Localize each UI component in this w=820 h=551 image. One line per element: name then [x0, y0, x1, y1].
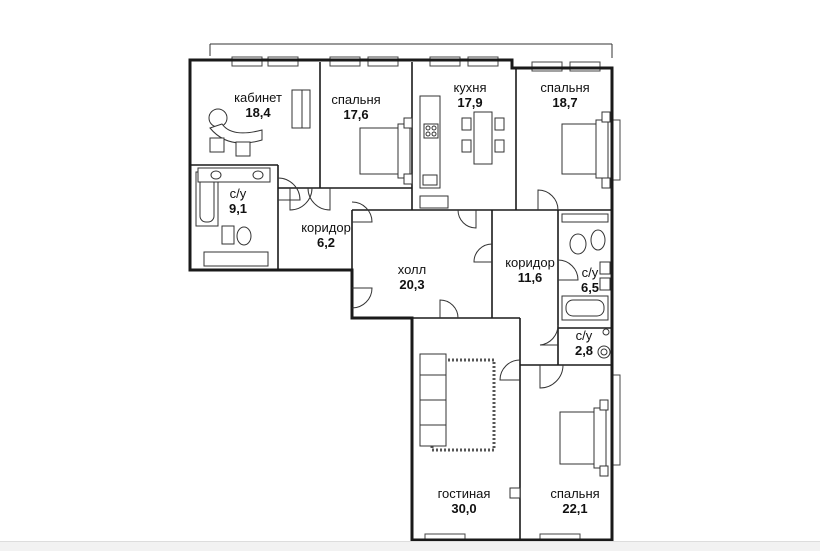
bedroom-2-furniture — [561, 111, 611, 189]
room-name: кабинет — [234, 90, 282, 105]
bedroom-1-furniture — [359, 117, 413, 185]
room-name: спальня — [540, 80, 590, 95]
room-name: гостиная — [437, 486, 491, 501]
room-name: с/у — [581, 265, 599, 280]
room-label-living-room: гостиная 30,0 — [438, 486, 491, 516]
room-label-bedroom-1: спальня 17,6 — [331, 92, 380, 122]
room-area: 20,3 — [399, 277, 425, 292]
room-area: 30,0 — [451, 501, 477, 516]
room-area: 11,6 — [517, 270, 543, 285]
room-name: коридор — [505, 255, 555, 270]
living-room-furniture — [419, 353, 521, 499]
room-label-bathroom-1: с/у 9,1 — [229, 186, 247, 216]
room-name: кухня — [453, 80, 487, 95]
kitchen-furniture — [419, 95, 505, 209]
balcony-strip — [209, 43, 613, 58]
room-name: с/у — [575, 328, 593, 343]
room-area: 6,2 — [316, 235, 336, 250]
room-label-bedroom-2: спальня 18,7 — [540, 80, 589, 110]
office-furniture — [208, 89, 311, 157]
bathroom-1-fixtures — [195, 167, 271, 267]
room-label-kitchen: кухня 17,9 — [453, 80, 486, 110]
room-label-bedroom-3: спальня 22,1 — [550, 486, 599, 516]
room-area: 18,7 — [552, 95, 578, 110]
room-area: 17,6 — [343, 107, 369, 122]
doors — [277, 177, 579, 389]
room-label-bathroom-3: с/у 2,8 — [575, 328, 593, 358]
room-area: 9,1 — [228, 201, 248, 216]
room-label-bathroom-2: с/у 6,5 — [581, 265, 599, 295]
bedroom-3-furniture — [559, 399, 609, 477]
room-name: спальня — [550, 486, 600, 501]
outer-walls — [188, 58, 614, 542]
room-label-corridor-2: коридор 11,6 — [505, 255, 555, 285]
room-area: 6,5 — [580, 280, 600, 295]
room-name: с/у — [229, 186, 247, 201]
interior-walls — [190, 62, 612, 540]
room-label-corridor-1: коридор 6,2 — [301, 220, 351, 250]
room-name: коридор — [301, 220, 351, 235]
bathroom-3-fixtures — [597, 328, 611, 359]
bathroom-2-fixtures — [561, 213, 611, 321]
room-name: холл — [397, 262, 427, 277]
room-label-hall: холл 20,3 — [398, 262, 426, 292]
room-area: 2,8 — [574, 343, 594, 358]
room-name: спальня — [331, 92, 381, 107]
bottom-strip — [0, 541, 820, 551]
room-area: 17,9 — [457, 95, 483, 110]
room-area: 22,1 — [562, 501, 588, 516]
room-label-office: кабинет 18,4 — [234, 90, 282, 120]
room-area: 18,4 — [245, 105, 271, 120]
